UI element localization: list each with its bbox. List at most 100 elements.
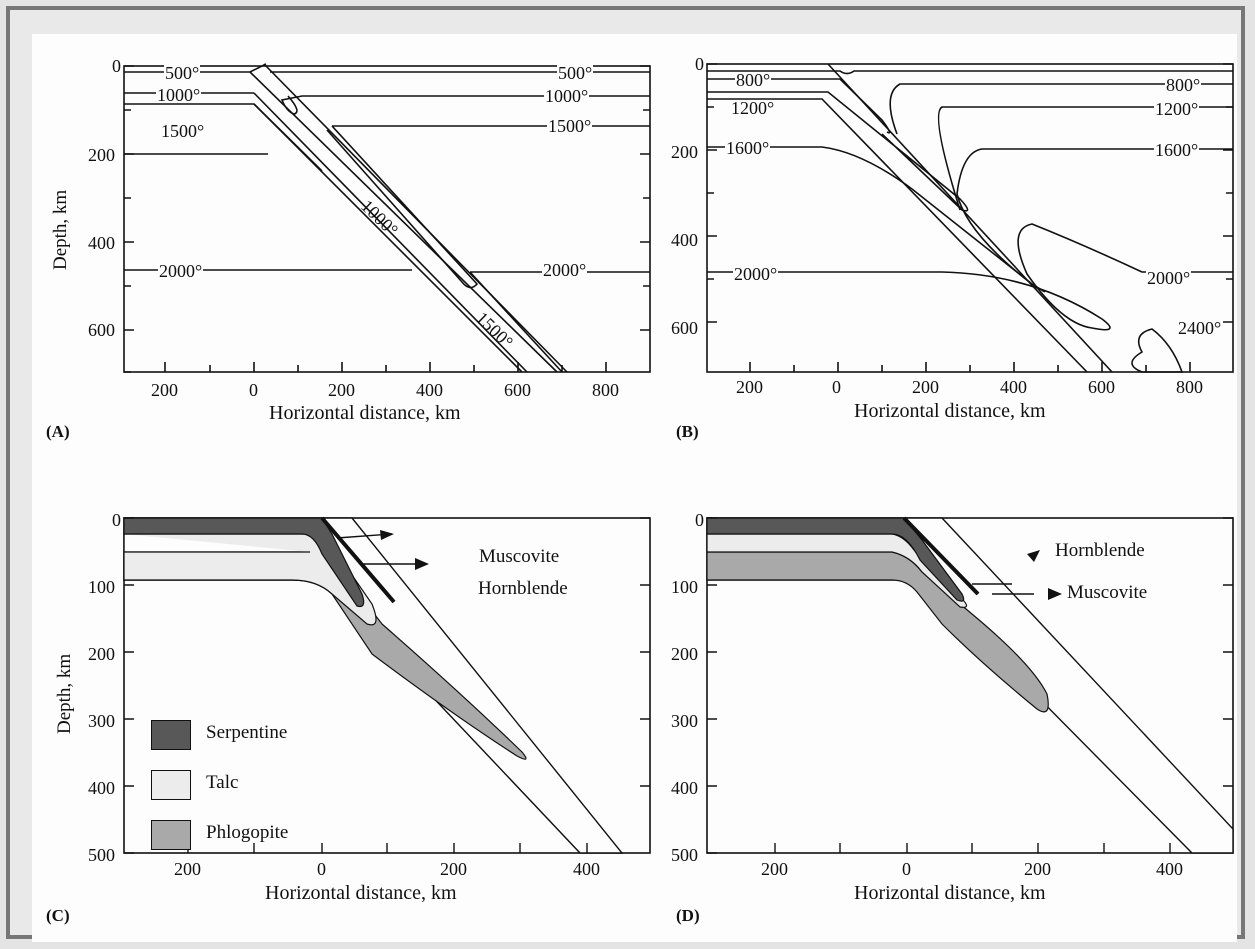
y-tick-label: 200 [88, 145, 115, 165]
isotherm-1000-right [280, 95, 650, 115]
x-ticks [774, 843, 1171, 853]
serpentine-zone [123, 517, 365, 608]
y-tick-label: 200 [671, 142, 698, 162]
isotherm-label: 1200° [1154, 99, 1200, 119]
x-tick-label: 200 [761, 859, 788, 879]
hornblende-arrow [415, 558, 429, 570]
y-tick-label: 100 [671, 577, 698, 597]
y-tick-label: 0 [695, 54, 704, 74]
x-tick-label: 800 [1176, 377, 1203, 397]
isotherm-top [707, 70, 1233, 75]
x-tick-label: 400 [416, 380, 443, 400]
isotherm-label: 500° [164, 63, 201, 83]
muscovite-band [320, 516, 396, 604]
y-tick-label: 100 [88, 577, 115, 597]
slab-base [707, 98, 1088, 373]
y-tick-label: 300 [671, 711, 698, 731]
x-tick-label: 0 [832, 377, 841, 397]
y-tick-label: 400 [671, 230, 698, 250]
y-ticks-right [640, 517, 650, 787]
y-tick-label: 0 [695, 510, 704, 530]
isotherm-1600-right [956, 148, 1233, 285]
isotherm-label: 1000° [156, 85, 202, 105]
isotherm-label: 2000° [542, 260, 588, 280]
legend-swatch-serpentine [151, 720, 191, 750]
y-ticks-left [124, 65, 134, 373]
x-tick-label: 800 [592, 380, 619, 400]
muscovite-arrow [1048, 588, 1062, 600]
y-tick-label: 200 [88, 644, 115, 664]
y-axis-title: Depth, km [54, 653, 75, 734]
slab-top [827, 63, 1113, 373]
isotherm-800-right [889, 83, 1233, 135]
x-tick-label: 0 [902, 859, 911, 879]
panel-a: 500° 1000° 1500° 2000° 500° 1000° 1500° … [32, 34, 651, 454]
panel-d: Hornblende Muscovite 0 100 200 300 400 5… [642, 494, 1237, 934]
x-tick-label: 600 [1088, 377, 1115, 397]
isotherm-label: 1200° [730, 98, 776, 118]
hornblende-arrow [1027, 550, 1040, 562]
isotherm-label: 1500° [160, 121, 206, 141]
x-ticks [749, 362, 1191, 372]
x-axis-title: Horizontal distance, km [854, 882, 1046, 904]
x-tick-label: 200 [736, 377, 763, 397]
y-tick-label: 0 [112, 56, 121, 76]
isotherm-label: 1600° [725, 138, 771, 158]
y-ticks-right [1223, 517, 1233, 787]
x-tick-label: 400 [573, 859, 600, 879]
mineral-label-muscovite: Muscovite [1067, 582, 1148, 603]
y-tick-label: 600 [88, 320, 115, 340]
isotherm-label: 800° [735, 70, 772, 90]
x-tick-label: 0 [317, 859, 326, 879]
x-tick-label: 200 [440, 859, 467, 879]
x-ticks [164, 362, 607, 372]
x-tick-label: 0 [249, 380, 258, 400]
slab-base [253, 103, 523, 373]
x-tick-label: 400 [1000, 377, 1027, 397]
x-tick-label: 600 [504, 380, 531, 400]
isotherm-2000 [707, 223, 1233, 331]
x-tick-label: 200 [174, 859, 201, 879]
talc-zone [706, 533, 968, 608]
y-tick-label: 200 [671, 644, 698, 664]
plot-frame [123, 65, 651, 373]
y-tick-label: 300 [88, 711, 115, 731]
y-ticks-right [1223, 63, 1233, 323]
panel-b-plot [706, 63, 1234, 373]
isotherm-1000-slab [326, 125, 479, 289]
isotherm-1500-slab [469, 271, 563, 373]
isotherm-1600-left [707, 146, 1046, 293]
isotherm-label: 2000° [733, 264, 779, 284]
x-axis-title: Horizontal distance, km [269, 402, 461, 424]
y-tick-label: 400 [671, 778, 698, 798]
y-tick-label: 600 [671, 318, 698, 338]
y-tick-label: 400 [88, 233, 115, 253]
isotherm-label: 2000° [158, 261, 204, 281]
isotherm-label: 1500° [547, 116, 593, 136]
x-tick-label: 200 [912, 377, 939, 397]
panel-label: (B) [676, 422, 699, 441]
y-tick-label: 0 [112, 510, 121, 530]
x-axis-title: Horizontal distance, km [265, 882, 457, 904]
legend-label: Talc [206, 772, 239, 793]
isotherm-800-left [707, 78, 891, 134]
x-tick-label: 200 [1024, 859, 1051, 879]
y-ticks-left [707, 517, 717, 854]
legend-label: Phlogopite [206, 822, 289, 843]
x-tick-label: 400 [1156, 859, 1183, 879]
legend-swatch-phlogopite [151, 820, 191, 850]
x-tick-label: 200 [328, 380, 355, 400]
panel-label: (C) [46, 906, 70, 925]
mineral-label-muscovite: Muscovite [479, 546, 560, 567]
y-tick-label: 500 [88, 845, 115, 865]
isotherm-1200-right [937, 106, 1233, 211]
serpentine-zone [706, 517, 965, 602]
legend-swatch-talc [151, 770, 191, 800]
muscovite-arrow [380, 530, 394, 540]
slab-line-3 [253, 92, 528, 373]
panel-label: (A) [46, 422, 70, 441]
muscovite-band [902, 516, 980, 596]
leader-lines [972, 583, 1034, 595]
panel-b: 800° 1200° 1600° 2000° 800° 1200° 1600° … [642, 34, 1237, 454]
y-axis-title: Depth, km [50, 189, 71, 270]
